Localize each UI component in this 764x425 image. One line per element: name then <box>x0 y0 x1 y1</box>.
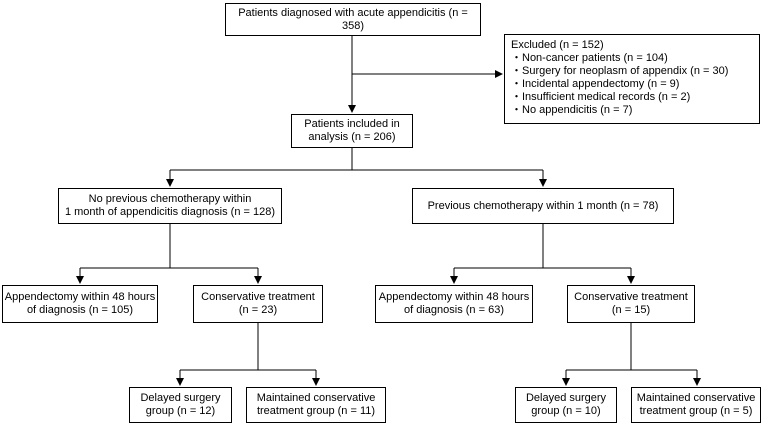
right-conservative-line1: Conservative treatment <box>574 291 688 303</box>
excluded-title: Excluded (n = 152) <box>511 39 604 51</box>
right-conservative-box: Conservative treatment (n = 15) <box>567 285 695 323</box>
right-appendectomy-box: Appendectomy within 48 hours of diagnosi… <box>375 285 533 323</box>
no-chemo-line1: No previous chemotherapy within <box>88 193 252 205</box>
excluded-item: ・No appendicitis (n = 7) <box>511 104 633 116</box>
left-conservative-box: Conservative treatment (n = 23) <box>193 285 323 323</box>
included-box: Patients included in analysis (n = 206) <box>291 114 413 148</box>
left-appendectomy-line1: Appendectomy within 48 hours <box>4 291 156 303</box>
left-delayed-line2: group (n = 12) <box>145 405 216 417</box>
right-maintained-line1: Maintained conservative <box>636 392 756 404</box>
left-conservative-line1: Conservative treatment <box>201 291 315 303</box>
diagnosed-text: Patients diagnosed with acute appendicit… <box>238 6 468 32</box>
right-delayed-box: Delayed surgery group (n = 10) <box>515 387 617 423</box>
excluded-item: ・Surgery for neoplasm of appendix (n = 3… <box>511 65 729 77</box>
right-maintained-line2: treatment group (n = 5) <box>639 405 753 417</box>
left-delayed-line1: Delayed surgery <box>140 392 221 404</box>
right-delayed-line1: Delayed surgery <box>525 392 607 404</box>
included-line2: analysis (n = 206) <box>308 131 396 143</box>
no-chemo-box: No previous chemotherapy within 1 month … <box>58 188 282 224</box>
left-maintained-box: Maintained conservative treatment group … <box>246 387 386 423</box>
left-maintained-line2: treatment group (n = 11) <box>256 405 376 417</box>
no-chemo-line2: 1 month of appendicitis diagnosis (n = 1… <box>64 206 276 218</box>
chemo-line1: Previous chemotherapy within 1 month (n … <box>427 199 659 212</box>
included-line1: Patients included in <box>304 118 400 130</box>
excluded-item: ・Non-cancer patients (n = 104) <box>511 52 668 64</box>
left-conservative-line2: (n = 23) <box>238 304 278 316</box>
excluded-item: ・Insufficient medical records (n = 2) <box>511 91 691 103</box>
left-delayed-box: Delayed surgery group (n = 12) <box>129 387 232 423</box>
right-appendectomy-line2: of diagnosis (n = 63) <box>404 304 504 316</box>
right-delayed-line2: group (n = 10) <box>531 405 601 417</box>
left-maintained-line1: Maintained conservative <box>256 392 376 404</box>
chemo-box: Previous chemotherapy within 1 month (n … <box>412 188 674 224</box>
right-conservative-line2: (n = 15) <box>611 304 651 316</box>
right-maintained-box: Maintained conservative treatment group … <box>631 387 761 423</box>
excluded-box: Excluded (n = 152) ・Non-cancer patients … <box>504 34 760 124</box>
excluded-item: ・Incidental appendectomy (n = 9) <box>511 78 680 90</box>
left-appendectomy-line2: of diagnosis (n = 105) <box>26 304 134 316</box>
right-appendectomy-line1: Appendectomy within 48 hours <box>378 291 530 303</box>
left-appendectomy-box: Appendectomy within 48 hours of diagnosi… <box>2 285 158 323</box>
diagnosed-box: Patients diagnosed with acute appendicit… <box>225 3 481 36</box>
